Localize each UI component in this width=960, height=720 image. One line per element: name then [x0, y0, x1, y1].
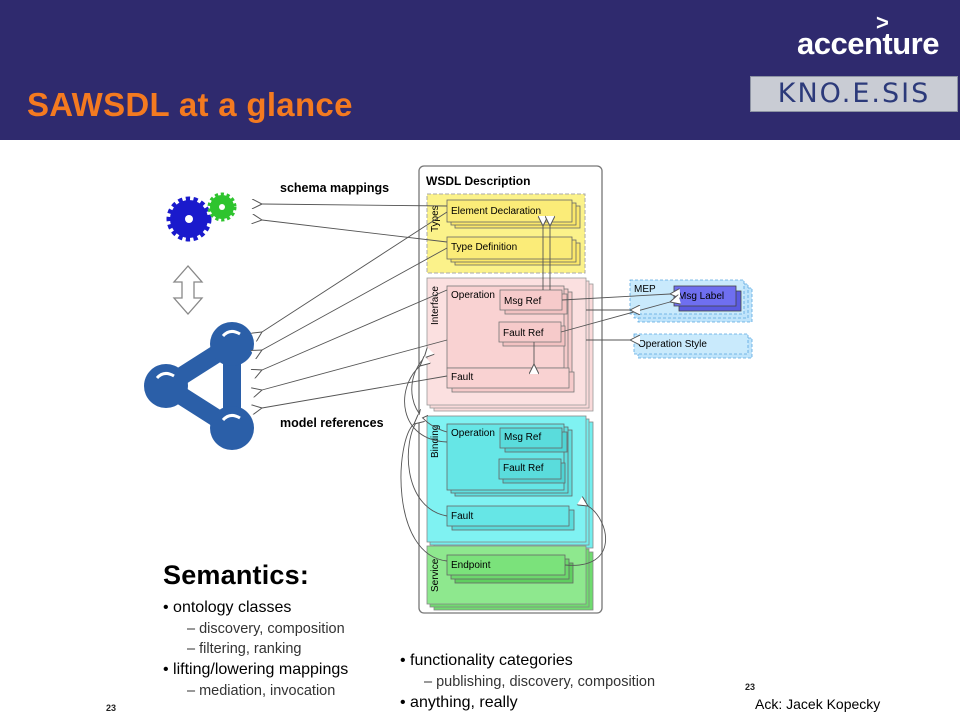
ontology-graph-icon: [144, 322, 254, 450]
type-definition-stack: Type Definition: [446, 236, 581, 266]
wsdl-description-title: WSDL Description: [426, 174, 530, 188]
interface-fault-ref-box: Fault Ref: [498, 321, 566, 347]
endpoint-label: Endpoint: [451, 560, 491, 571]
acknowledgement: Ack: Jacek Kopecky: [755, 696, 881, 712]
semantics-title: Semantics:: [163, 560, 310, 590]
accenture-logo: accenture: [797, 26, 939, 61]
slide-title: SAWSDL at a glance: [27, 86, 353, 123]
binding-section-label: Binding: [430, 425, 441, 458]
semantics-subitem-text: filtering, ranking: [199, 641, 302, 657]
schema-mappings-label: schema mappings: [280, 181, 389, 195]
semantics-item: • ontology classes: [163, 599, 292, 616]
semantics-block: Semantics: • ontology classes – discover…: [163, 560, 348, 701]
msg-label-box: Msg Label: [673, 285, 742, 312]
gear-blue-icon: [166, 196, 212, 242]
semantics-item: • anything, really: [400, 694, 518, 711]
sawsdl-diagram: schema mappings model references WSDL De…: [144, 165, 753, 614]
slide-header: [0, 0, 960, 140]
semantics-subitem-text: publishing, discovery, composition: [436, 674, 656, 690]
operation-style-box: Operation Style: [633, 333, 753, 359]
semantics-subitem: – mediation, invocation: [187, 683, 336, 699]
knoesis-logo: KNO.E.SIS: [750, 76, 958, 112]
semantics-subitem-text: mediation, invocation: [199, 683, 336, 699]
binding-fault-label: Fault: [451, 511, 473, 522]
binding-fault-ref-label: Fault Ref: [503, 463, 544, 474]
interface-operation-label: Operation: [451, 290, 495, 301]
interface-fault-label: Fault: [451, 372, 473, 383]
mep-label: MEP: [634, 284, 656, 295]
model-reference-arrows: [262, 211, 448, 408]
endpoint-box: Endpoint: [446, 554, 574, 584]
interface-fault-ref-label: Fault Ref: [503, 328, 544, 339]
service-section-label: Service: [430, 558, 441, 592]
page-number-right: 23: [745, 682, 756, 692]
knoesis-logo-text: KNO.E.SIS: [777, 78, 931, 109]
semantics-item-text: lifting/lowering mappings: [173, 661, 349, 678]
interface-msg-ref-box: Msg Ref: [499, 289, 568, 315]
semantics-item-text: ontology classes: [173, 599, 292, 616]
model-references-label: model references: [280, 416, 384, 430]
types-section-label: Types: [430, 205, 441, 232]
type-definition-label: Type Definition: [451, 242, 517, 253]
binding-msg-ref-box: Msg Ref: [499, 427, 568, 453]
binding-fault-ref-box: Fault Ref: [498, 458, 566, 484]
internal-reference-arrows: [400, 226, 670, 566]
binding-fault-box: Fault: [446, 505, 575, 531]
element-declaration-stack: Element Declaration: [446, 199, 581, 229]
accenture-mark-icon: >: [876, 10, 889, 35]
binding-msg-ref-label: Msg Ref: [504, 432, 541, 443]
interface-msg-ref-label: Msg Ref: [504, 296, 541, 307]
schema-mapping-arrows: [262, 204, 448, 243]
semantics-item: • lifting/lowering mappings: [163, 661, 349, 678]
semantics-subitem: – publishing, discovery, composition: [424, 674, 656, 690]
binding-operation-label: Operation: [451, 428, 495, 439]
double-arrow-icon: [172, 265, 204, 315]
semantics-item: • functionality categories: [400, 652, 573, 669]
semantics-subitem-text: discovery, composition: [199, 621, 345, 637]
interface-fault-box: Fault: [446, 367, 575, 393]
page-number-left: 23: [106, 703, 117, 713]
operation-style-label: Operation Style: [638, 339, 707, 350]
semantics-subitem: – discovery, composition: [187, 621, 345, 637]
msg-label-text: Msg Label: [678, 291, 724, 302]
gear-green-icon: [207, 192, 237, 222]
semantics-subitem: – filtering, ranking: [187, 641, 302, 657]
element-declaration-label: Element Declaration: [451, 206, 541, 217]
semantics-item-text: functionality categories: [410, 652, 573, 669]
semantics-item-text: anything, really: [410, 694, 518, 711]
semantics-column-2: • functionality categories – publishing,…: [400, 650, 655, 714]
interface-section-label: Interface: [430, 286, 441, 325]
